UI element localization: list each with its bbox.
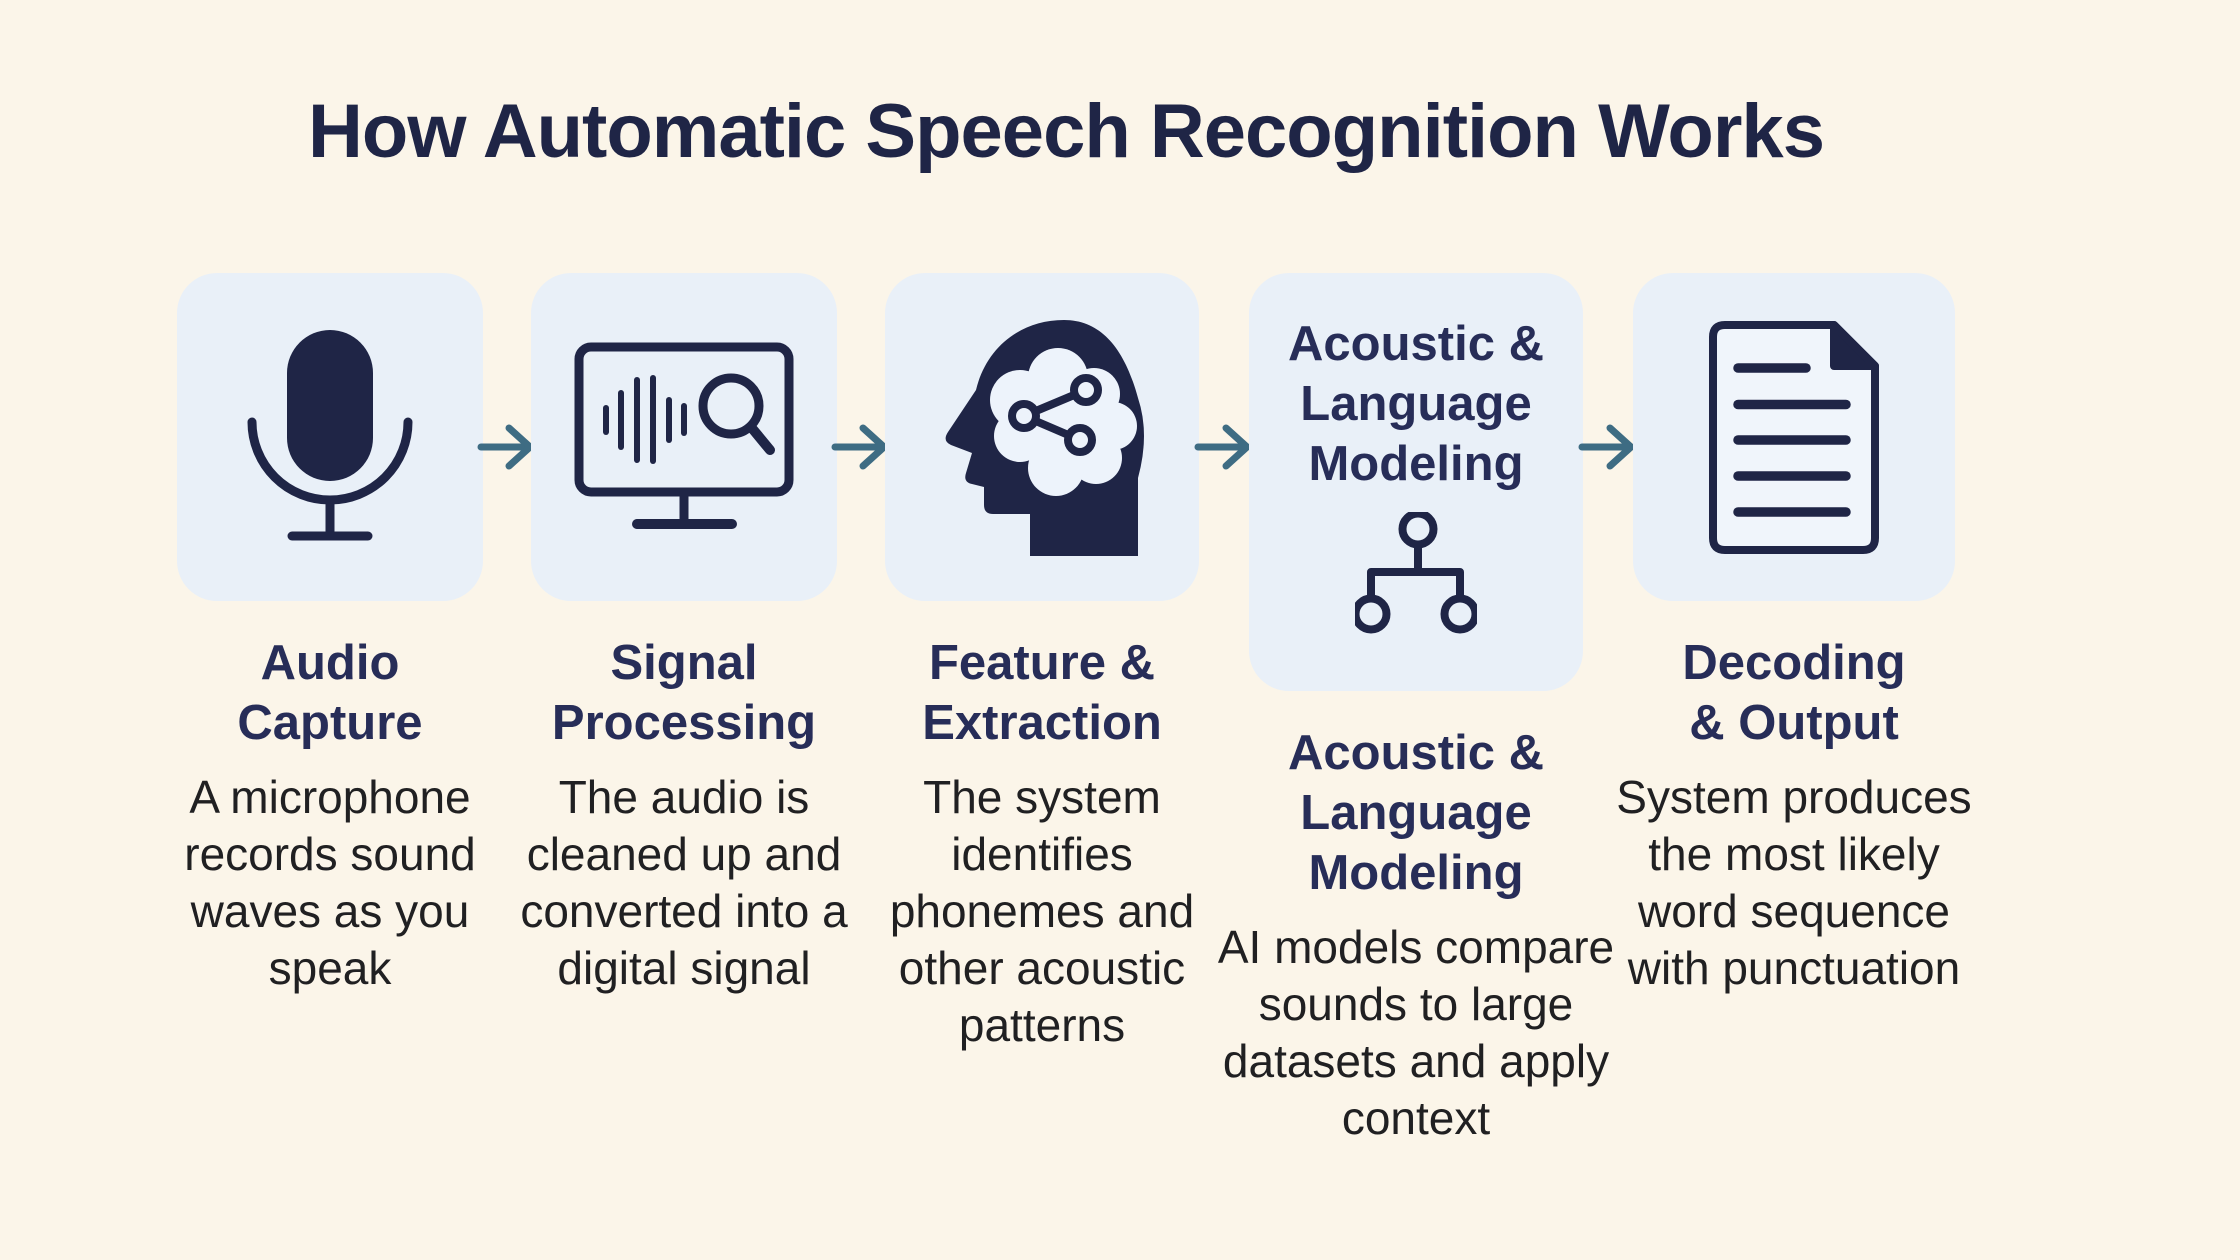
arrow-right-icon xyxy=(1194,424,1251,470)
step-title: Signal Processing xyxy=(551,636,817,750)
process-flow: Audio Capture A microphone records sound… xyxy=(177,273,1972,1147)
step-feature-extraction: Feature & Extraction The system identifi… xyxy=(885,273,1199,1054)
monitor-waveform-search-icon xyxy=(574,342,794,529)
step-description: System produces the most likely word seq… xyxy=(1616,771,1972,994)
decoding-output-card xyxy=(1633,273,1955,601)
step-title: Feature & Extraction xyxy=(922,636,1162,750)
microphone-icon xyxy=(247,330,413,541)
document-icon xyxy=(1709,320,1879,554)
audio-capture-card xyxy=(177,273,483,601)
flow-arrow-1 xyxy=(477,423,534,471)
page-title: How Automatic Speech Recognition Works xyxy=(308,89,1825,174)
step-title: Decoding & Output xyxy=(1682,636,1906,750)
step-description: The audio is cleaned up and converted in… xyxy=(520,771,848,994)
step-decoding-output: Decoding & Output System produces the mo… xyxy=(1616,273,1972,997)
flow-arrow-4 xyxy=(1578,423,1635,471)
step-title: Audio Capture xyxy=(237,636,423,750)
arrow-right-icon xyxy=(477,424,534,470)
step-description: A microphone records sound waves as you … xyxy=(184,771,476,994)
flow-arrow-3 xyxy=(1194,423,1251,471)
hierarchy-tree-icon xyxy=(1355,512,1477,634)
step-title: Acoustic & Language Modeling xyxy=(1288,726,1544,900)
card-title: Acoustic & Language Modeling xyxy=(1288,317,1544,491)
acoustic-modeling-card: Acoustic & Language Modeling xyxy=(1249,273,1583,691)
signal-processing-card xyxy=(531,273,837,601)
step-description: AI models compare sounds to large datase… xyxy=(1217,921,1615,1144)
step-signal-processing: Signal Processing The audio is cleaned u… xyxy=(520,273,848,997)
step-acoustic-language-modeling: Acoustic & Language Modeling Acoustic & … xyxy=(1218,273,1614,1147)
step-description: The system identifies phonemes and other… xyxy=(889,771,1195,1051)
head-brain-network-icon xyxy=(945,320,1144,556)
feature-extraction-card xyxy=(885,273,1199,601)
arrow-right-icon xyxy=(1578,424,1635,470)
step-audio-capture: Audio Capture A microphone records sound… xyxy=(177,273,483,997)
arrow-right-icon xyxy=(831,424,888,470)
flow-arrow-2 xyxy=(831,423,888,471)
